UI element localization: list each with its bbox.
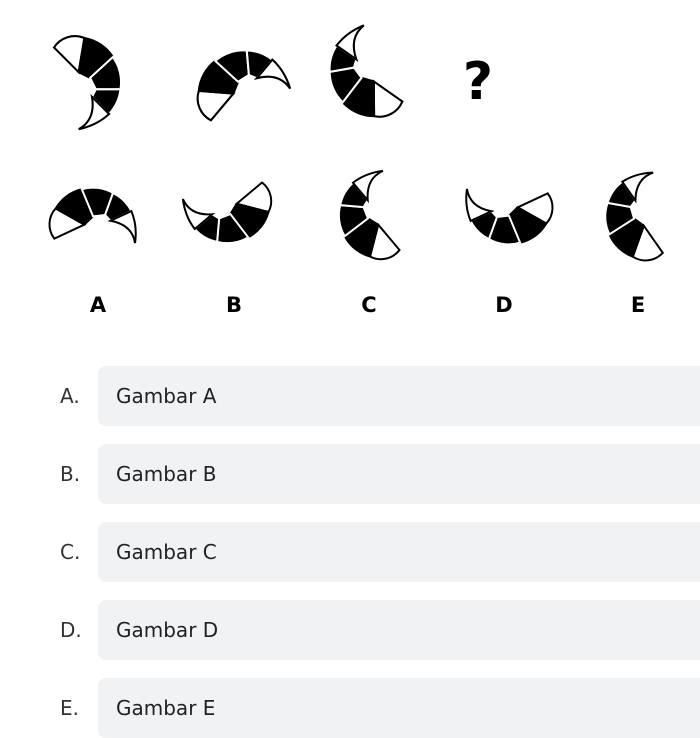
question-mark: ? [463,52,493,112]
option-letter-c: C. [60,540,81,564]
sequence-figure-2 [192,45,294,123]
choice-label-d: D [495,293,512,317]
choice-label-c: C [361,293,376,317]
option-letter-d: D. [60,618,82,642]
option-text-e: Gambar E [116,696,216,720]
option-letter-b: B. [60,462,81,486]
option-text-c: Gambar C [116,540,217,564]
option-text-b: Gambar B [116,462,217,486]
choice-label-a: A [90,293,107,317]
question-figure: ? A B C D E [0,0,700,340]
sequence-figure-1 [52,35,123,131]
choice-figure-d [452,165,559,258]
option-a[interactable]: Gambar A [98,366,700,426]
choice-figure-a [43,174,150,267]
option-letter-e: E. [60,696,79,720]
choice-figure-b [178,174,274,248]
option-e[interactable]: Gambar E [98,678,700,738]
choice-figure-e [597,164,678,265]
option-d[interactable]: Gambar D [98,600,700,660]
option-c[interactable]: Gambar C [98,522,700,582]
choice-label-e: E [631,293,645,317]
choice-figure-c [334,166,408,262]
option-b[interactable]: Gambar B [98,444,700,504]
choice-label-b: B [226,293,242,317]
sequence-figure-3 [321,19,406,126]
option-text-d: Gambar D [116,618,219,642]
option-letter-a: A. [60,384,80,408]
figure-canvas: ? A B C D E [43,19,678,317]
option-text-a: Gambar A [116,384,217,408]
